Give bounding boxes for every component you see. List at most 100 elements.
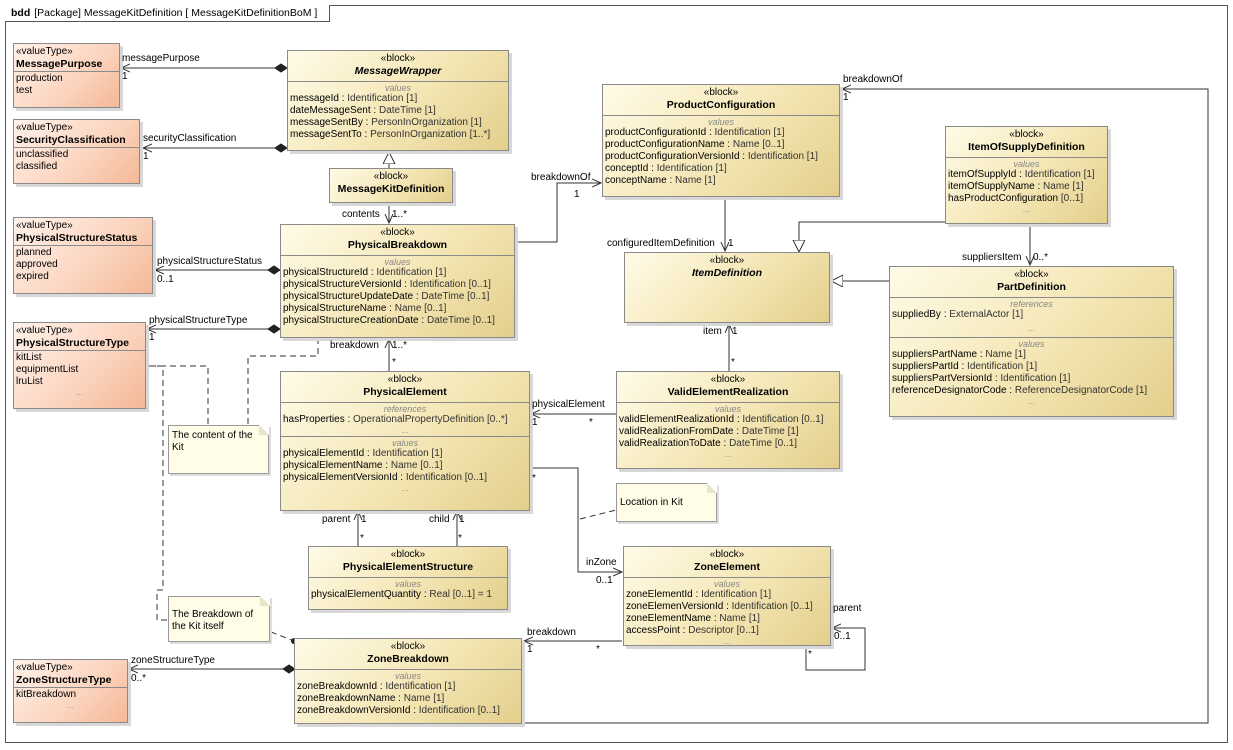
literal: equipmentList [16,364,79,375]
attribute: messageSentTo : PersonInOrganization [1.… [290,129,491,140]
role-label: breakdown [527,627,576,638]
attribute: zoneBreakdownName : Name [1] [297,693,445,704]
attribute: zoneElemenVersionId : Identification [0.… [626,601,813,612]
multiplicity-label: * [808,649,812,660]
diagram-frame [5,5,1228,743]
valuetype-zoneStructureType[interactable]: «valueType» ZoneStructureType kitBreakdo… [13,659,128,723]
attribute: validRealizationFromDate : DateTime [1] [619,426,799,437]
references-compartment: references hasProperties : OperationalPr… [281,402,529,436]
block-name: MessageKitDefinition [337,183,445,195]
compartment-title: references [1010,299,1053,309]
references-compartment: references suppliedBy : ExternalActor [1… [890,297,1173,337]
multiplicity-label: * [731,357,735,368]
valuetype-physicalStructureStatus[interactable]: «valueType» PhysicalStructureStatus plan… [13,217,153,294]
multiplicity-label: 1 [732,326,738,337]
attribute: physicalStructureId : Identification [1] [283,267,447,278]
role-label: contents [342,209,380,220]
attribute: conceptId : Identification [1] [605,163,727,174]
multiplicity-label: * [589,417,593,428]
stereotype-label: «valueType» [16,46,73,57]
stereotype-label: «block» [709,549,745,560]
multiplicity-label: 1 [459,514,465,525]
block-partDefinition[interactable]: «block» PartDefinition references suppli… [889,266,1174,417]
valuetype-physicalStructureType[interactable]: «valueType» PhysicalStructureType kitLis… [13,322,146,409]
multiplicity-label: 1 [149,332,155,343]
ellipsis: ... [724,449,732,459]
stereotype-label: «block» [380,53,416,64]
values-compartment: values messageId : Identification [1] da… [288,81,508,143]
stereotype-label: «block» [390,641,426,652]
attribute: itemOfSupplyId : Identification [1] [948,169,1095,180]
values-compartment: values suppliersPartName : Name [1] supp… [890,337,1173,407]
block-messageWrapper[interactable]: «block» MessageWrapper values messageId … [287,50,509,151]
block-zoneElement[interactable]: «block» ZoneElement values zoneElementId… [623,546,831,646]
values-compartment: values validElementRealizationId : Ident… [617,402,839,460]
values-compartment: values physicalElementQuantity : Real [0… [309,577,507,603]
attribute: physicalElementQuantity : Real [0..1] = … [311,589,492,600]
attribute: zoneElementId : Identification [1] [626,589,772,600]
ellipsis: ... [66,700,75,710]
stereotype-label: «block» [709,255,745,266]
note-locationInKit[interactable]: Location in Kit [616,483,717,522]
block-physicalElementStructure[interactable]: «block» PhysicalElementStructure values … [308,546,508,610]
valuetype-name: ZoneStructureType [16,674,112,686]
multiplicity-label: 1..* [392,340,408,351]
attribute: physicalStructureName : Name [0..1] [283,303,447,314]
multiplicity-label: * [360,533,364,544]
literals-compartment: planned approved expired [14,245,152,285]
attribute: messageId : Identification [1] [290,93,418,104]
block-zoneBreakdown[interactable]: «block» ZoneBreakdown values zoneBreakdo… [294,638,522,724]
multiplicity-label: 1 [532,417,538,428]
block-physicalBreakdown[interactable]: «block» PhysicalBreakdown values physica… [280,224,515,338]
block-itemDefinition[interactable]: «block» ItemDefinition [624,252,830,323]
stereotype-label: «valueType» [16,122,73,133]
role-label: breakdown [330,340,379,351]
block-name: PhysicalElementStructure [342,561,474,573]
role-label: securityClassification [143,133,237,144]
compartment-title: values [384,83,411,93]
block-name: ValidElementRealization [667,386,789,398]
block-messageKitDefinition[interactable]: «block» MessageKitDefinition [329,168,453,203]
attribute: referenceDesignatorCode : ReferenceDesig… [892,385,1148,396]
multiplicity-label: 1 [361,514,367,525]
compartment-title: references [383,404,427,414]
ellipsis: ... [75,387,84,397]
diagram-frame-title: bdd[Package] MessageKitDefinition [ Mess… [5,5,331,22]
stereotype-label: «valueType» [16,325,73,336]
attribute: zoneBreakdownVersionId : Identification … [297,705,500,716]
note-breakdownOfKit[interactable]: The Breakdown of the Kit itself [168,596,270,642]
stereotype-label: «block» [390,549,426,560]
block-validElementRealization[interactable]: «block» ValidElementRealization values v… [616,371,840,469]
block-productConfiguration[interactable]: «block» ProductConfiguration values prod… [602,84,840,197]
role-label: physicalStructureType [149,315,248,326]
values-compartment: values productConfigurationId : Identifi… [603,115,839,189]
stereotype-label: «block» [1014,269,1049,280]
literal: lruList [16,376,43,387]
attribute: physicalElementName : Name [0..1] [283,460,443,471]
stereotype-label: «block» [380,227,415,238]
block-name: PartDefinition [997,281,1066,293]
stereotype-label: «valueType» [16,662,73,673]
block-name: ZoneElement [694,561,760,573]
valuetype-messagePurpose[interactable]: «valueType» MessagePurpose production te… [13,43,120,108]
block-itemOfSupplyDefinition[interactable]: «block» ItemOfSupplyDefinition values it… [945,126,1108,224]
valuetype-securityClassification[interactable]: «valueType» SecurityClassification uncla… [13,119,140,184]
literal: kitList [16,352,42,363]
valuetype-name: SecurityClassification [16,134,126,146]
attribute: productConfigurationId : Identification … [605,127,785,138]
role-label: item [703,326,722,337]
literal: planned [16,247,52,258]
values-compartment: values zoneBreakdownId : Identification … [295,669,521,719]
compartment-title: values [714,404,741,414]
compartment-title: values [394,671,421,681]
link-breakdownOf-zone [522,89,1209,724]
attribute: accessPoint : Descriptor [0..1] [626,625,759,636]
note-contentOfKit[interactable]: The content of the Kit [168,425,269,474]
block-physicalElement[interactable]: «block» PhysicalElement references hasPr… [280,371,530,511]
attribute: productConfigurationName : Name [0..1] [605,139,785,150]
compartment-title: values [1013,159,1040,169]
attribute: dateMessageSent : DateTime [1] [290,105,436,116]
stereotype-label: «block» [387,374,423,385]
attribute: suppliersPartName : Name [1] [892,349,1026,360]
